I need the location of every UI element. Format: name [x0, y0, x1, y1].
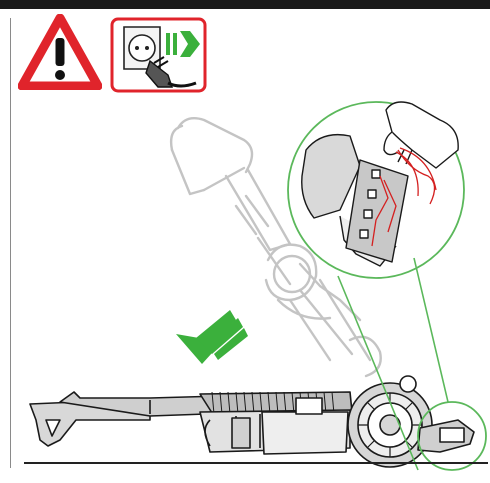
vacuum-tilted-down: [30, 376, 474, 467]
tilt-down-arrow-icon: [176, 310, 248, 364]
floor-line: [24, 462, 488, 464]
